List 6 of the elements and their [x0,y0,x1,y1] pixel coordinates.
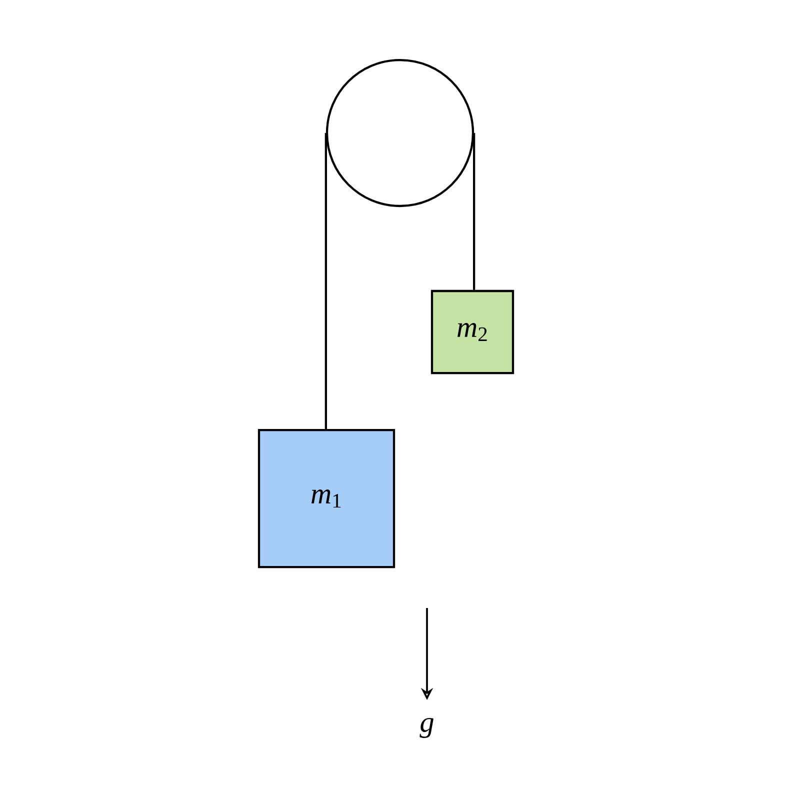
mass-block: m$_{2}$ [430,290,514,374]
pulley-wheel [326,58,474,208]
rope [473,133,476,290]
mass-block: m$_{1}$ [258,428,396,568]
rope [324,133,327,429]
gravity-label: g [420,718,434,738]
